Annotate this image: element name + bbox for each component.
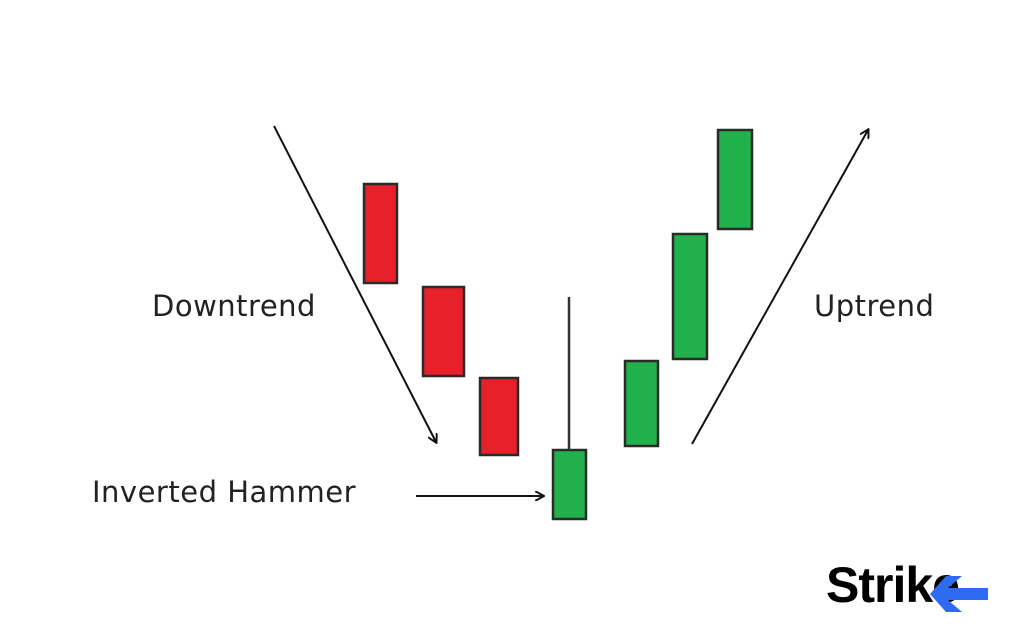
bullish-candle-5 [623,359,660,448]
bullish-candle-4 [551,448,588,521]
uptrend-label: Uptrend [814,289,935,323]
bearish-candle-1 [362,182,399,285]
bearish-candle-3 [478,376,520,457]
inverted-hammer-label: Inverted Hammer [92,475,357,509]
bearish-candle-2 [421,285,466,378]
bullish-candle-6 [671,232,709,361]
uptrend-arrow [691,130,868,445]
bullish-candle-7 [716,128,754,231]
downtrend-arrow [273,125,436,442]
strike-logo: Strike [826,557,960,613]
downtrend-label: Downtrend [152,289,316,323]
